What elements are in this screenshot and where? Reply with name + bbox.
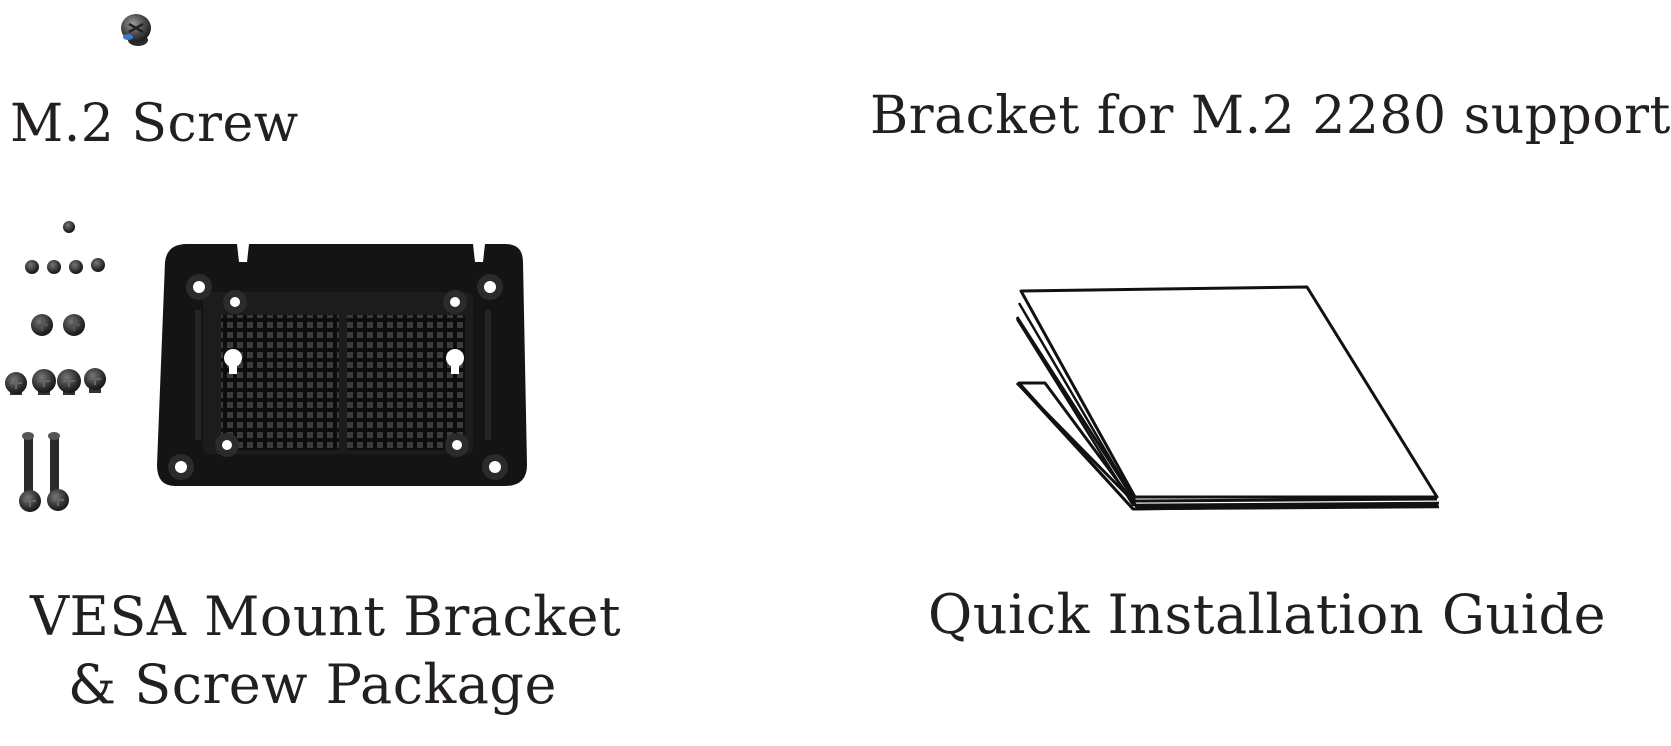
vesa-bracket-label-line-2: & Screw Package xyxy=(68,653,557,716)
vesa-bracket-label-line-1: VESA Mount Bracket xyxy=(30,585,622,648)
quick-installation-guide-image xyxy=(1005,275,1455,520)
m2-screw-label: M.2 Screw xyxy=(10,94,299,154)
vesa-screws-image xyxy=(0,215,115,520)
vesa-mount-bracket-image xyxy=(155,240,530,490)
m2-2280-bracket-label: Bracket for M.2 2280 support xyxy=(870,86,1671,146)
m2-screw-image xyxy=(112,6,160,54)
quick-installation-guide-label: Quick Installation Guide xyxy=(928,583,1607,646)
